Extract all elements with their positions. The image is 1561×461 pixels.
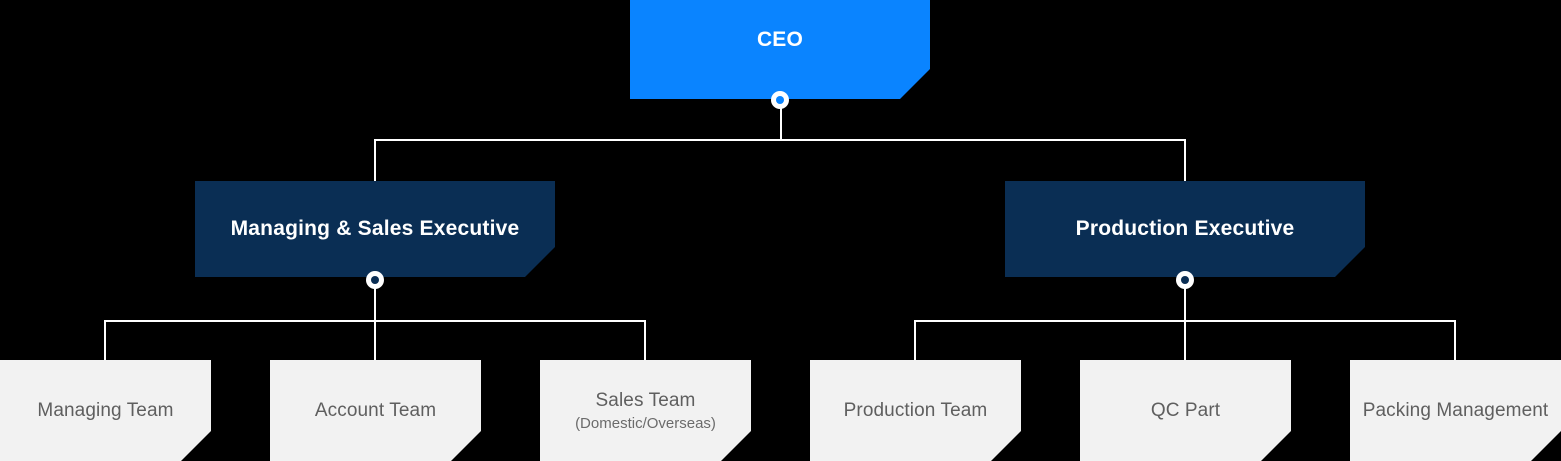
node-sales-team-label: Sales Team [595, 389, 696, 411]
node-qc-part[interactable]: QC Part [1080, 360, 1291, 461]
node-production-team[interactable]: Production Team [810, 360, 1021, 461]
connector-drop-production-team [914, 320, 916, 360]
node-dot-managing-sales-executive [366, 271, 384, 289]
node-sales-team[interactable]: Sales Team (Domestic/Overseas) [540, 360, 751, 461]
connector-drop-account-team [374, 320, 376, 360]
node-sales-team-subtitle: (Domestic/Overseas) [575, 414, 716, 432]
node-account-team-label: Account Team [314, 399, 437, 421]
connector-drop-managing-team [104, 320, 106, 360]
connector-tier2-bus [375, 139, 1186, 141]
connector-drop-packing-management [1454, 320, 1456, 360]
node-managing-sales-executive[interactable]: Managing & Sales Executive [195, 181, 555, 277]
node-production-executive-label: Production Executive [1075, 217, 1295, 240]
connector-ceo-stem [780, 99, 782, 140]
node-packing-management[interactable]: Packing Management [1350, 360, 1561, 461]
node-ceo[interactable]: CEO [630, 0, 930, 99]
connector-drop-production [1184, 139, 1186, 181]
connector-managing-sales-stem [374, 277, 376, 321]
node-account-team[interactable]: Account Team [270, 360, 481, 461]
node-dot-ceo [771, 91, 789, 109]
node-managing-sales-executive-label: Managing & Sales Executive [230, 217, 520, 240]
connector-drop-qc-part [1184, 320, 1186, 360]
node-production-executive[interactable]: Production Executive [1005, 181, 1365, 277]
node-dot-production-executive [1176, 271, 1194, 289]
connector-drop-managing-sales [374, 139, 376, 181]
node-production-team-label: Production Team [843, 399, 988, 421]
node-qc-part-label: QC Part [1150, 399, 1221, 421]
connector-production-stem [1184, 277, 1186, 321]
node-managing-team[interactable]: Managing Team [0, 360, 211, 461]
node-packing-management-label: Packing Management [1362, 399, 1549, 421]
connector-drop-sales-team [644, 320, 646, 360]
node-ceo-label: CEO [756, 27, 804, 51]
node-managing-team-label: Managing Team [37, 399, 174, 421]
